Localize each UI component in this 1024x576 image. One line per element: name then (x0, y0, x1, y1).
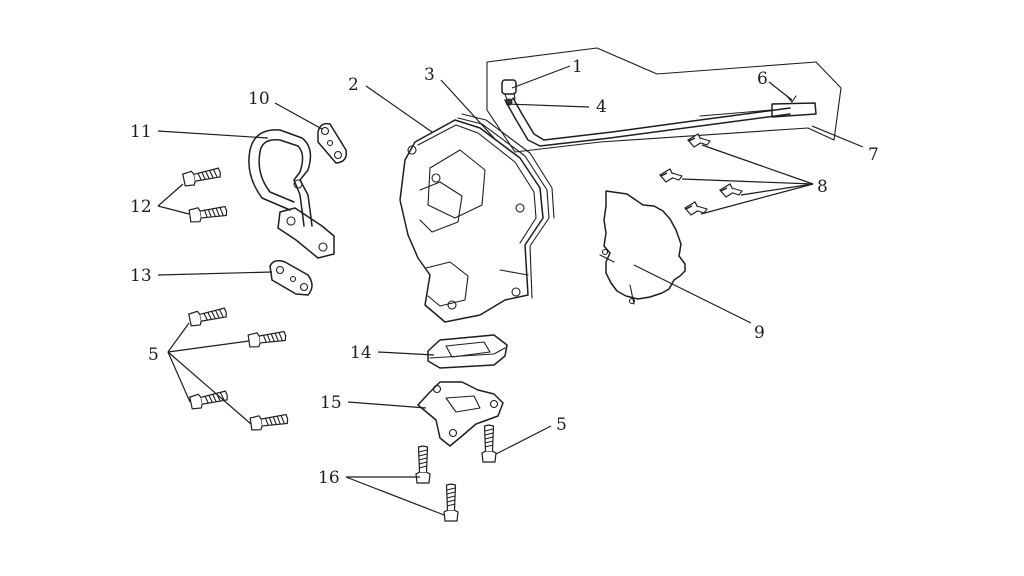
pipe-gasket-upper (317, 122, 348, 164)
bolt-5-right (481, 424, 497, 463)
cap-fasteners (659, 133, 743, 216)
bolts-5-left (187, 304, 290, 432)
callout-11: 11 (130, 122, 152, 142)
callout-5-left: 5 (148, 345, 159, 365)
callout-1: 1 (572, 57, 583, 77)
cylinder-head-cover (399, 119, 544, 323)
callout-labels: 1 2 3 4 6 7 8 9 10 11 12 13 5 14 15 5 16 (130, 57, 879, 488)
callout-3: 3 (424, 65, 435, 85)
callout-7: 7 (868, 145, 879, 165)
cover-plate (599, 190, 686, 305)
studs-16 (415, 445, 459, 522)
callout-10: 10 (248, 89, 270, 109)
callout-6: 6 (757, 69, 768, 89)
breather-hose-assembly (486, 47, 842, 153)
pipe-gasket-lower (269, 259, 313, 296)
callout-14: 14 (350, 343, 372, 363)
callout-15: 15 (320, 393, 342, 413)
flange-cover (417, 381, 504, 447)
callout-4: 4 (596, 97, 607, 117)
callout-5-right: 5 (556, 415, 567, 435)
callout-2: 2 (348, 75, 359, 95)
filter-element (427, 334, 508, 369)
leader-lines (157, 65, 864, 516)
callout-9: 9 (754, 323, 765, 343)
callout-13: 13 (130, 266, 152, 286)
oil-pipe (248, 129, 335, 259)
bolts-12 (181, 164, 229, 224)
callout-8: 8 (817, 177, 828, 197)
head-cover-gasket (457, 113, 555, 299)
callout-12: 12 (130, 197, 152, 217)
callout-16: 16 (318, 468, 340, 488)
